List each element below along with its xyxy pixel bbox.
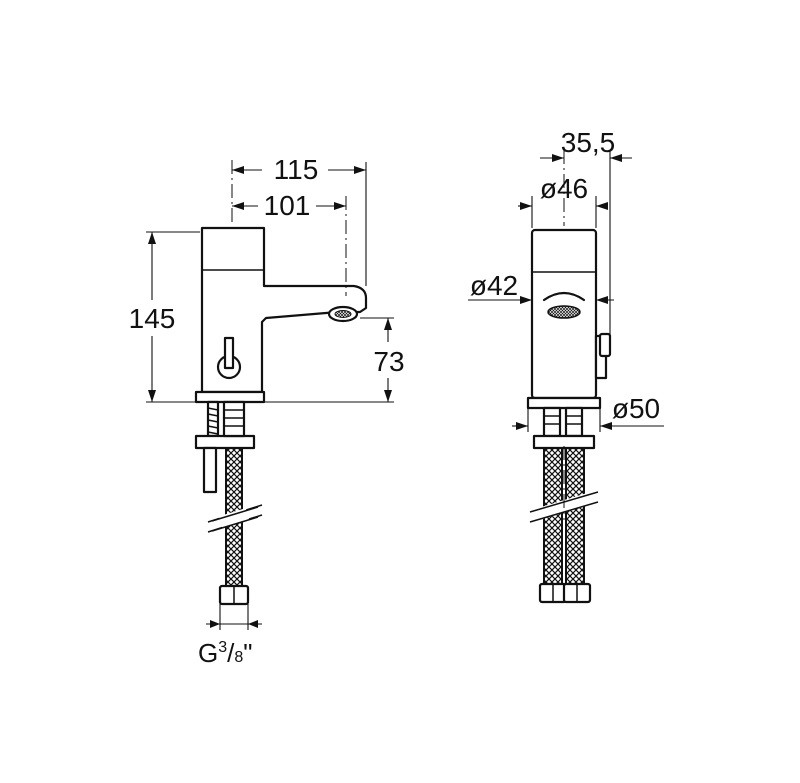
- dim-115: 115: [232, 154, 367, 286]
- dim-35-5: 35,5: [540, 127, 632, 334]
- front-connector-right: [564, 406, 584, 438]
- side-body-outline: [200, 226, 368, 394]
- front-outlet-arc: [542, 291, 586, 302]
- dim-46-label: ø46: [540, 173, 588, 204]
- dim-42-label: ø42: [470, 270, 518, 301]
- dim-50-label: ø50: [612, 393, 660, 424]
- side-button-stem: [223, 336, 235, 370]
- dim-115-label: 115: [274, 154, 319, 185]
- dim-50: ø50: [512, 393, 664, 432]
- front-connector-left: [542, 406, 562, 438]
- front-hose-right: [565, 447, 585, 585]
- dim-73: 73: [264, 317, 405, 403]
- dim-101-label: 101: [264, 190, 311, 221]
- side-base-plate: [194, 390, 266, 404]
- front-lever-knob: [598, 332, 612, 358]
- side-fixing-nut: [194, 434, 256, 450]
- side-threaded-rod: [206, 400, 220, 438]
- side-aerator-mesh: [334, 310, 352, 318]
- thread-size-label: G3/8": [198, 638, 253, 668]
- thread-dimension: G3/8": [198, 604, 262, 668]
- dim-46: ø46: [518, 173, 608, 228]
- dim-145-label: 145: [129, 303, 176, 334]
- dim-42: ø42: [468, 270, 614, 304]
- front-view: [526, 228, 612, 604]
- dim-101: 101: [232, 190, 346, 221]
- side-lower-rod: [202, 446, 218, 494]
- side-view: [194, 226, 368, 606]
- dim-145: 145: [129, 231, 200, 403]
- dim-35-5-label: 35,5: [561, 127, 616, 158]
- front-aerator-mesh: [547, 305, 581, 319]
- dim-73-label: 73: [373, 346, 404, 377]
- side-hose-connector-top: [222, 400, 246, 438]
- front-base-plate: [526, 396, 602, 410]
